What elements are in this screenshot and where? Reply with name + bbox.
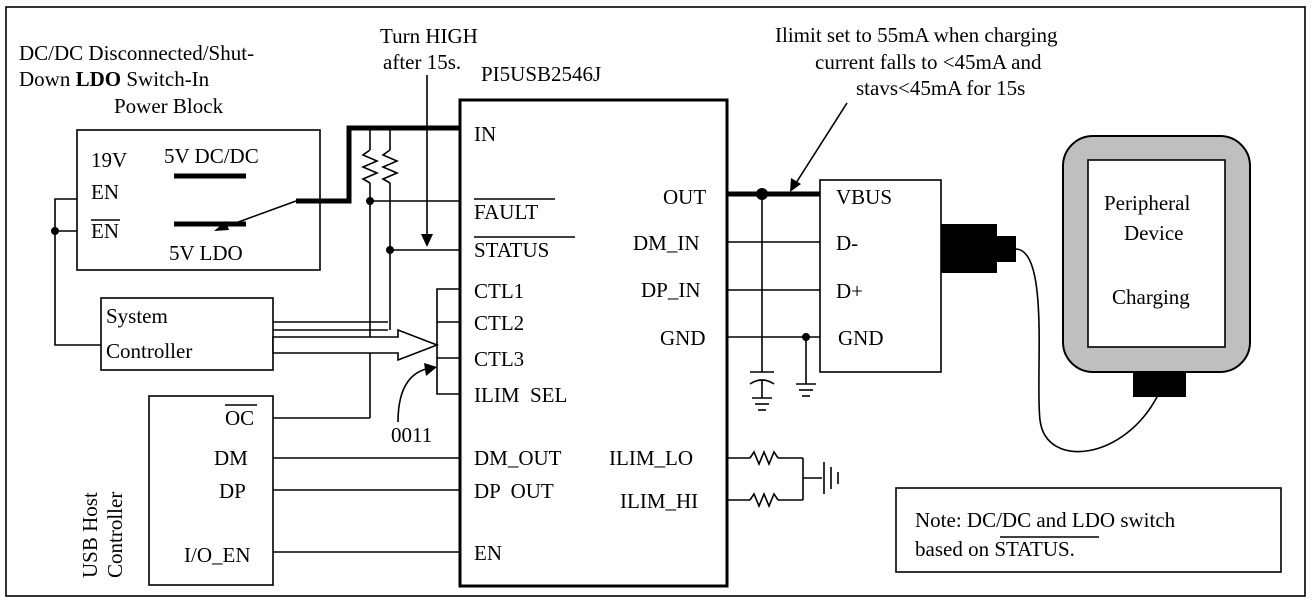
system-controller-line2: Controller	[106, 339, 192, 363]
switch-arm	[221, 200, 297, 229]
ilimit-note-arrowhead	[790, 178, 801, 192]
pin-in: IN	[474, 122, 496, 146]
peripheral-line1: Peripheral	[1104, 191, 1190, 215]
pin-ctl2: CTL2	[474, 311, 524, 335]
system-controller-line1: System	[106, 304, 168, 328]
peripheral-device-screen	[1087, 159, 1226, 348]
in-power-line	[296, 125, 460, 204]
capacitor-ground-icon	[752, 397, 772, 411]
power-block-ldo: 5V LDO	[169, 241, 243, 265]
pullup-resistor-2	[380, 128, 400, 250]
connector-vbus: VBUS	[836, 185, 892, 209]
ilim-hi-resistor	[727, 491, 803, 509]
note-box	[895, 487, 1282, 573]
usb-host-dm: DM	[214, 446, 248, 470]
ilimit-note-line1: Ilimit set to 55mA when charging	[775, 23, 1058, 47]
en-junction-dot	[51, 227, 59, 235]
power-block-dcdc: 5V DC/DC	[164, 144, 259, 168]
chip-name: PI5USB2546J	[481, 62, 601, 86]
pin-dp-in: DP_IN	[641, 278, 701, 302]
usb-host-title-line1: USB Host	[78, 492, 102, 578]
switch-arm-arrowhead	[214, 221, 229, 231]
pin-fault: FAULT	[474, 200, 538, 224]
gnd-ground-icon	[796, 337, 816, 397]
pin-ilim-sel: ILIM SEL	[474, 383, 567, 407]
pin-en: EN	[474, 541, 502, 565]
peripheral-line2: Device	[1124, 221, 1183, 245]
pin-dm-out: DM_OUT	[474, 446, 562, 470]
usb-host-title-line2: Controller	[103, 492, 127, 578]
usb-host-oc: OC	[225, 406, 254, 430]
power-block-en-bar: EN	[91, 219, 119, 243]
vbus-capacitor	[749, 194, 775, 398]
connector-dminus: D-	[836, 231, 858, 255]
pin-dm-in: DM_IN	[633, 231, 700, 255]
pin-out: OUT	[663, 185, 706, 209]
system-controller-box	[100, 297, 274, 371]
ilim-lo-resistor	[727, 449, 803, 467]
usb-host-io-en: I/O_EN	[184, 543, 251, 567]
pin-ctl3: CTL3	[474, 347, 524, 371]
pin-dp-out: DP OUT	[474, 479, 554, 503]
peripheral-device-port	[1133, 372, 1186, 397]
pin-status: STATUS	[474, 238, 549, 262]
usb-plug-body	[941, 224, 997, 273]
ctl-code: 0011	[391, 423, 432, 447]
peripheral-line3: Charging	[1112, 285, 1190, 309]
ilimit-note-line3: stavs<45mA for 15s	[856, 76, 1025, 100]
outer-frame	[5, 6, 1306, 597]
ilimit-note-line2: current falls to <45mA and	[815, 50, 1042, 74]
chip-body	[458, 98, 729, 588]
block-caption-line1: DC/DC Disconnected/Shut-	[19, 41, 254, 65]
block-caption-line3: Power Block	[114, 94, 224, 118]
note-line2: based on STATUS.	[915, 537, 1075, 561]
connector-gnd: GND	[838, 326, 884, 350]
pullup-resistor-1	[360, 128, 380, 201]
usb-cable	[1015, 248, 1159, 453]
usb-plug-tip	[997, 236, 1016, 262]
ctl-bus-hollow-arrow	[272, 328, 440, 362]
ilimit-note-arrow	[795, 102, 848, 184]
ctl-bracket	[436, 288, 460, 395]
turn-high-line1: Turn HIGH	[380, 24, 478, 48]
turn-high-line2: after 15s.	[383, 50, 461, 74]
turn-high-arrowhead	[421, 234, 433, 247]
pin-gnd: GND	[660, 326, 706, 350]
power-block-19v: 19V	[91, 148, 127, 172]
connector-dplus: D+	[836, 279, 863, 303]
pin-ctl1: CTL1	[474, 279, 524, 303]
en-loop-wire	[54, 198, 101, 346]
ctl-code-arrowhead	[424, 363, 437, 376]
usb-connector-box	[819, 179, 942, 373]
power-block-en: EN	[91, 180, 119, 204]
ctl-code-arrow	[397, 368, 427, 423]
ilim-ground-icon	[823, 462, 839, 494]
pin-ilim-lo: ILIM_LO	[609, 446, 693, 470]
pin-ilim-hi: ILIM_HI	[620, 489, 698, 513]
usb-host-dp: DP	[219, 479, 246, 503]
note-line1: Note: DC/DC and LDO switch	[915, 508, 1176, 532]
block-caption-line2: Down LDO Switch-In	[19, 67, 210, 91]
